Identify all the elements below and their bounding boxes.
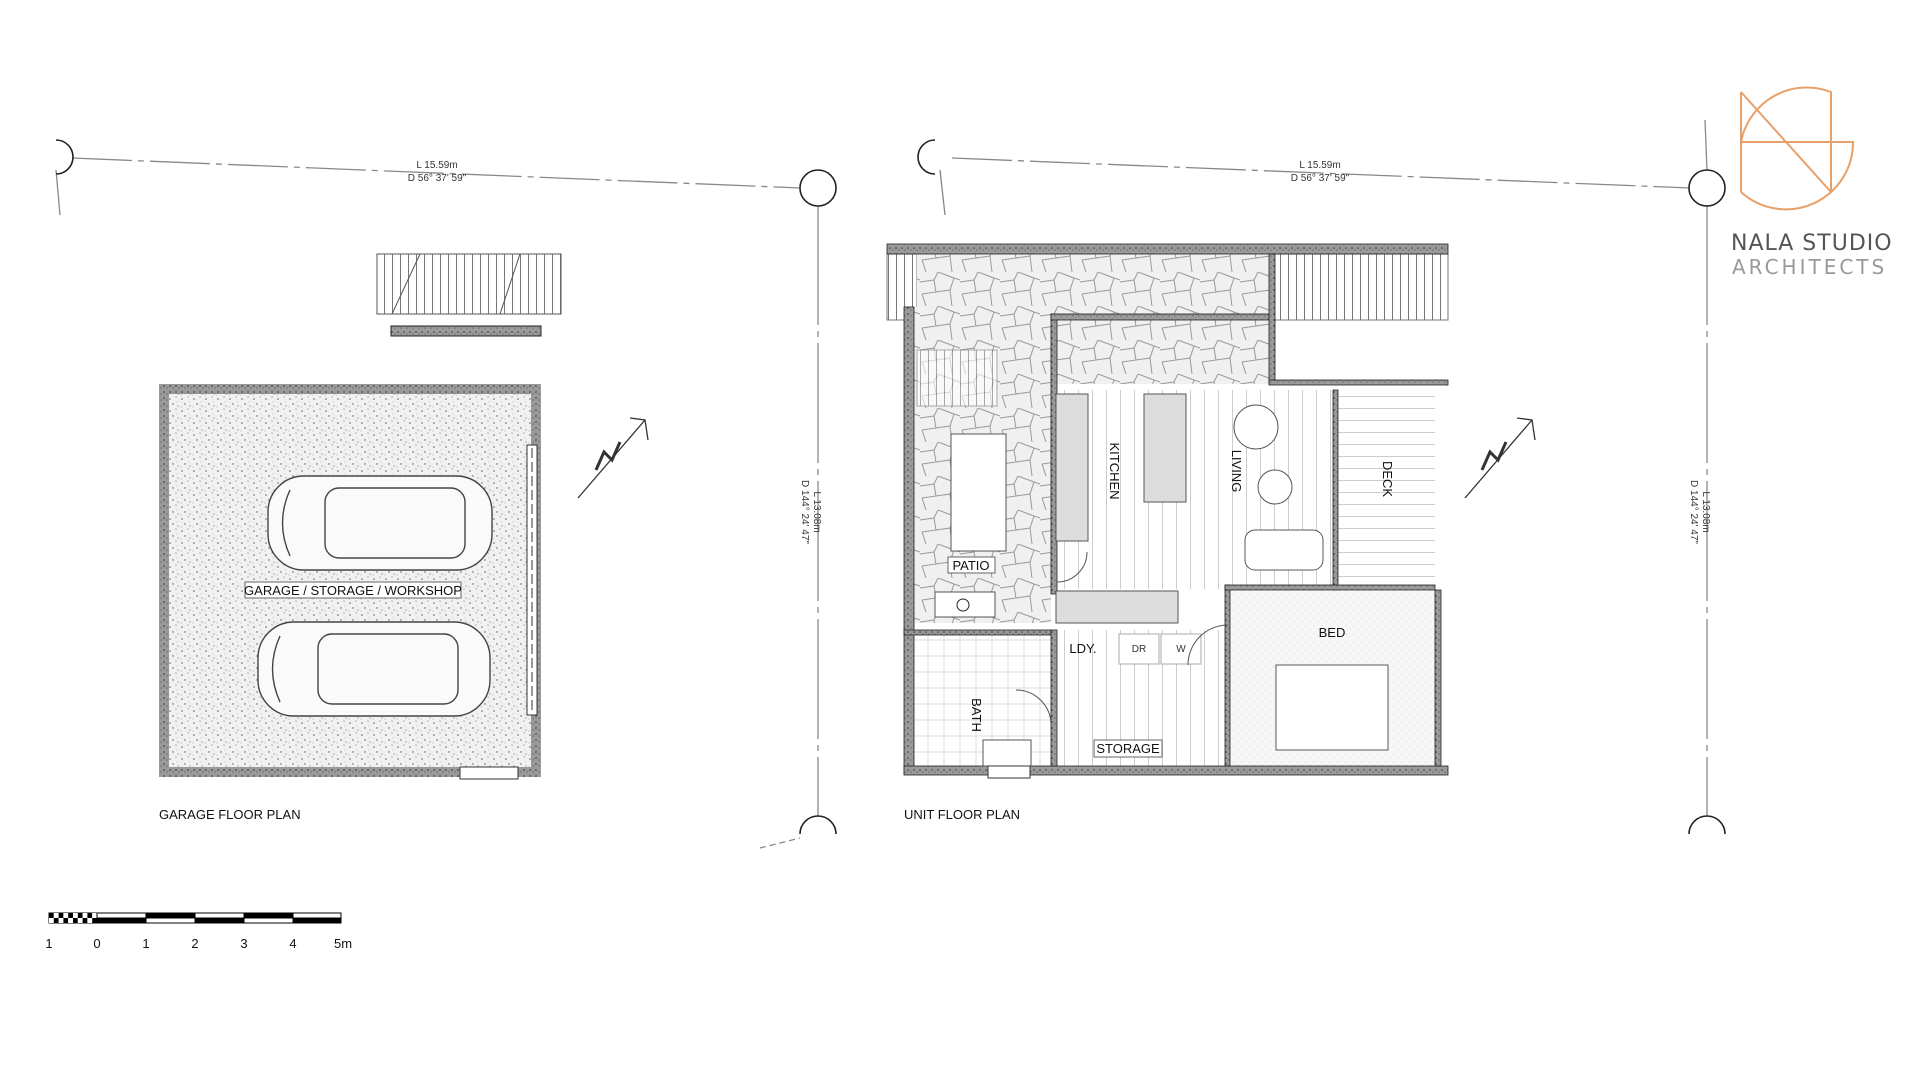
- room-label-storage: STORAGE: [1096, 741, 1160, 756]
- scale-bar: [48, 912, 342, 924]
- garage-stairs: [376, 253, 562, 337]
- scale-bar-segment: [63, 918, 69, 923]
- scale-bar-segment: [53, 913, 59, 918]
- scale-bar-segment: [58, 913, 64, 918]
- room-label-box: [947, 556, 996, 574]
- scale-bar-segment: [49, 918, 54, 923]
- scale-label: 4: [289, 936, 296, 951]
- dryer-label: DR: [1132, 644, 1146, 655]
- scale-bar-segment: [68, 918, 73, 923]
- scale-bar-segment: [82, 918, 88, 923]
- scale-bar-segment: [87, 918, 93, 923]
- room-label-box: [244, 581, 462, 599]
- room-label-bath: BATH: [969, 698, 984, 732]
- room-label-patio: PATIO: [952, 558, 989, 573]
- side-bearing-label: D 144° 24' 47": [1688, 480, 1699, 544]
- boundary-peg-marker: [55, 139, 74, 175]
- scale-bar-segment: [49, 913, 54, 918]
- scale-label: 3: [240, 936, 247, 951]
- room-label-deck: DECK: [1380, 461, 1395, 497]
- north-arrow-icon: [1464, 417, 1536, 499]
- unit-site-boundary: [939, 119, 1708, 818]
- room-label-kitchen: KITCHEN: [1107, 442, 1122, 499]
- garage-site-boundary: [55, 157, 819, 849]
- room-label-bed: BED: [1319, 625, 1346, 640]
- boundary-peg-marker: [1688, 815, 1726, 835]
- scale-bar-segment: [63, 913, 69, 918]
- scale-bar-segment: [53, 918, 59, 923]
- top-bearing-label: D 56° 37' 59": [408, 173, 467, 184]
- scale-label: 0: [93, 936, 100, 951]
- car-top: [257, 621, 491, 717]
- top-length-label: L 15.59m: [1299, 160, 1340, 171]
- room-label-box: [1093, 739, 1163, 758]
- boundary-peg-marker: [1688, 169, 1726, 207]
- scale-label: 5m: [334, 936, 352, 951]
- scale-bar-segment: [73, 918, 78, 923]
- scale-bar-labels: 1 0 1 2 3 4 5m: [45, 936, 352, 951]
- boundary-peg-marker: [917, 139, 936, 175]
- side-length-label: L 13.08m: [811, 491, 822, 532]
- unit-plan-title: UNIT FLOOR PLAN: [904, 807, 1020, 822]
- side-length-label: L 13.08m: [1700, 491, 1711, 532]
- scale-bar-segment: [73, 913, 78, 918]
- scale-bar-segment: [82, 913, 88, 918]
- scale-bar-segment: [77, 913, 83, 918]
- boundary-peg-marker: [799, 815, 837, 835]
- top-length-label: L 15.59m: [416, 160, 457, 171]
- brand-name: NALA STUDIO: [1731, 231, 1893, 256]
- nala-studio-logo: [1740, 86, 1855, 211]
- brand-subtitle: ARCHITECTS: [1732, 255, 1887, 279]
- scale-bar-segment: [68, 913, 73, 918]
- side-bearing-label: D 144° 24' 47": [799, 480, 810, 544]
- scale-bar-segment: [77, 918, 83, 923]
- washer-label: W: [1176, 644, 1186, 655]
- car-top: [267, 475, 493, 571]
- garage-room-label: GARAGE / STORAGE / WORKSHOP: [244, 583, 462, 598]
- scale-bar-segment: [92, 918, 97, 923]
- unit-building: [886, 243, 1449, 779]
- room-label-laundry: LDY.: [1069, 641, 1096, 656]
- garage-plan-title: GARAGE FLOOR PLAN: [159, 807, 301, 822]
- boundary-peg-marker: [799, 169, 837, 207]
- top-bearing-label: D 56° 37' 59": [1291, 173, 1350, 184]
- scale-bar-segment: [92, 913, 97, 918]
- north-arrow-icon: [577, 417, 649, 499]
- scale-label: 2: [191, 936, 198, 951]
- scale-label: 1: [45, 936, 52, 951]
- scale-bar-segment: [87, 913, 93, 918]
- scale-bar-segment: [58, 918, 64, 923]
- scale-label: 1: [142, 936, 149, 951]
- room-label-living: LIVING: [1229, 450, 1244, 493]
